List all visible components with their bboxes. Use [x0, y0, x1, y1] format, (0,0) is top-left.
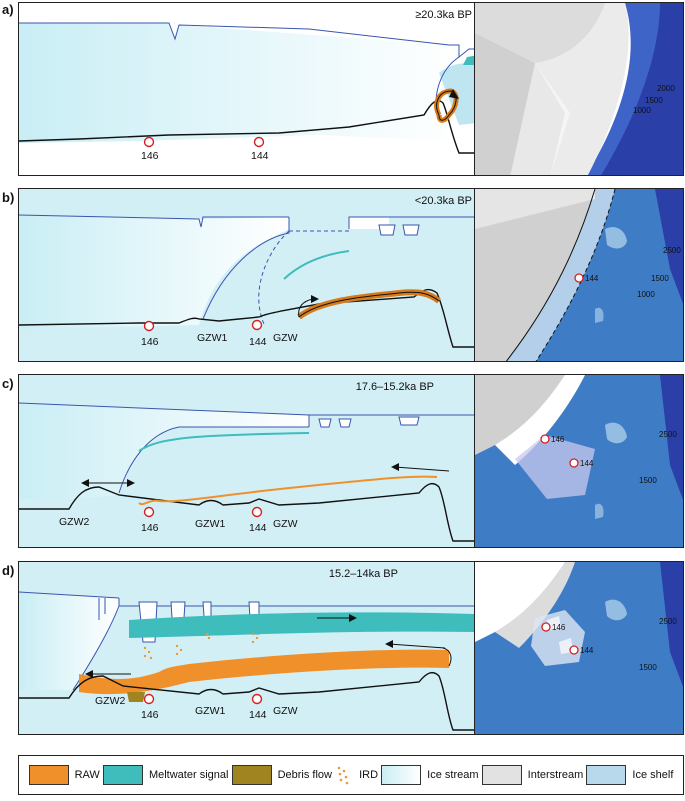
map-a: 1000 1500 2000	[474, 2, 684, 176]
panel-title-d: 15.2–14ka BP	[328, 568, 398, 580]
panel-title-a: ≥20.3ka BP	[415, 9, 472, 21]
map-site-146-marker	[541, 622, 551, 632]
panel-label-d: d)	[2, 563, 15, 578]
legend-item-raw: RAW	[28, 765, 100, 785]
legend-label: Ice shelf	[632, 769, 674, 781]
gzw1-label: GZW1	[195, 705, 225, 717]
bathy-1500-c: 1500	[639, 476, 657, 485]
legend-item-debris: Debris flow	[231, 765, 332, 785]
site-144-label: 144	[249, 709, 267, 721]
cross-section-a: 146 144 ≥20.3ka BP	[18, 2, 495, 176]
legend-label: Interstream	[527, 769, 584, 781]
map-site-144-marker	[574, 273, 584, 283]
bathy-1000-a: 1000	[633, 106, 651, 115]
legend-item-ice-stream: Ice stream	[381, 765, 479, 785]
gzw2-label: GZW2	[59, 516, 89, 528]
panel-label-b: b)	[2, 190, 15, 205]
gzw-label: GZW	[273, 518, 298, 530]
legend: RAW Meltwater signal Debris flow IRD Ice…	[18, 755, 684, 795]
panel-title-b: <20.3ka BP	[414, 195, 472, 207]
map-b: 144 1000 1500 2500	[474, 188, 684, 362]
site-144-marker	[251, 693, 263, 705]
legend-item-ice-shelf: Ice shelf	[586, 765, 673, 785]
site-146-marker	[143, 693, 155, 705]
legend-label: Meltwater signal	[148, 769, 229, 781]
meltwater-swatch	[102, 765, 143, 785]
gzw-label: GZW	[273, 332, 298, 344]
map-site-144-marker	[569, 458, 579, 468]
site-146-label: 146	[141, 522, 159, 534]
cross-section-b: 146 144 GZW1 GZW <20.3ka BP	[18, 188, 495, 362]
legend-label: Debris flow	[277, 769, 332, 781]
site-146-label: 146	[141, 150, 159, 162]
bathy-1500-a: 1500	[645, 96, 663, 105]
bathy-2500-c: 2500	[659, 430, 677, 439]
site-144-marker	[251, 319, 263, 331]
gzw1-label: GZW1	[195, 518, 225, 530]
ice-shelf-swatch	[586, 765, 627, 785]
map-site-146-marker	[540, 434, 550, 444]
map-site-144-label: 144	[585, 274, 599, 283]
legend-item-interstream: Interstream	[481, 765, 584, 785]
legend-label: RAW	[74, 769, 100, 781]
interstream-swatch	[481, 765, 522, 785]
ice-stream-swatch	[381, 765, 422, 785]
legend-label: Ice stream	[427, 769, 479, 781]
map-c: 146 144 2500 1500	[474, 374, 684, 548]
site-144-marker	[253, 136, 265, 148]
cross-section-c: 146 144 GZW2 GZW1 GZW 17.6–15.2ka BP	[18, 374, 495, 548]
bathy-1500-b: 1500	[651, 274, 669, 283]
legend-label: IRD	[359, 769, 379, 781]
gzw1-label: GZW1	[197, 332, 227, 344]
raw-swatch	[28, 765, 69, 785]
bathy-1000-b: 1000	[637, 290, 655, 299]
map-site-144-marker	[569, 645, 579, 655]
site-144-label: 144	[249, 522, 267, 534]
site-146-label: 146	[141, 336, 159, 348]
bathy-2500-b: 2500	[663, 246, 681, 255]
panel-label-a: a)	[2, 2, 14, 17]
legend-item-ird: IRD	[335, 765, 378, 785]
debris-swatch	[231, 765, 272, 785]
legend-item-meltwater: Meltwater signal	[102, 765, 229, 785]
cross-section-d: 146 144 GZW2 GZW1 GZW 15.2–14ka BP	[18, 561, 495, 735]
bathy-2500-d: 2500	[659, 617, 677, 626]
gzw-label: GZW	[273, 705, 298, 717]
site-146-marker	[143, 136, 155, 148]
gzw2-label: GZW2	[95, 695, 125, 707]
bathy-2000-a: 2000	[657, 84, 675, 93]
site-144-label: 144	[251, 150, 269, 162]
map-site-146-label: 146	[552, 623, 566, 632]
site-144-marker	[251, 506, 263, 518]
map-site-144-label: 144	[580, 459, 594, 468]
map-site-146-label: 146	[551, 435, 565, 444]
site-144-label: 144	[249, 336, 267, 348]
map-site-144-label: 144	[580, 646, 594, 655]
bathy-1500-d: 1500	[639, 663, 657, 672]
panel-label-c: c)	[2, 376, 14, 391]
site-146-marker	[143, 320, 155, 332]
site-146-marker	[143, 506, 155, 518]
ird-dots-icon	[337, 766, 349, 785]
panel-title-c: 17.6–15.2ka BP	[355, 381, 434, 393]
map-d: 146 144 1500 2500	[474, 561, 684, 735]
site-146-label: 146	[141, 709, 159, 721]
